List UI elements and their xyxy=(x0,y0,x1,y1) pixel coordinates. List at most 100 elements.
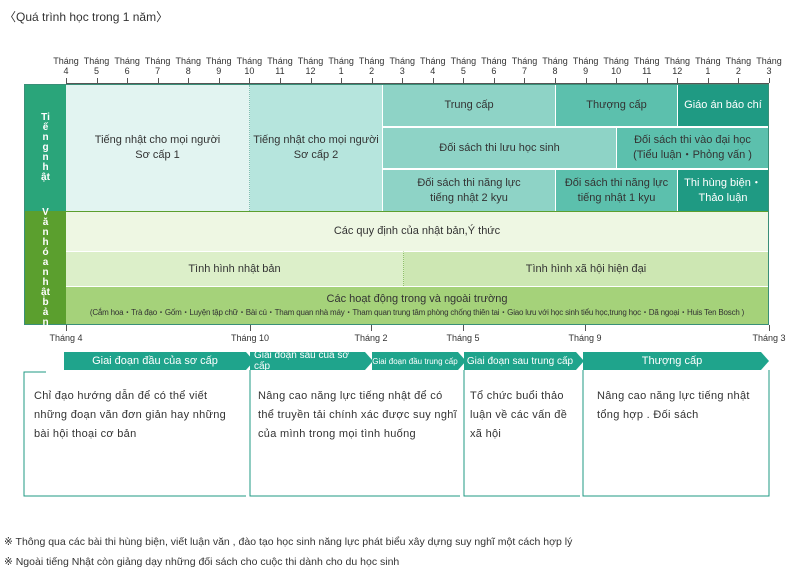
stage-arrow-4-label: Giai đoạn sau trung cấp xyxy=(466,355,574,367)
month-label-number: 1 xyxy=(338,66,344,76)
stage-mark-tick xyxy=(371,325,372,331)
cell-society-text: Tình hình xã hội hiện đại xyxy=(525,262,647,275)
stage-desc-5: Nâng cao năng lực tiếng nhật tổng hợp . … xyxy=(597,390,750,421)
note-2: ※ Ngoài tiếng Nhật còn giảng dạy những đ… xyxy=(4,556,400,568)
stage-arrow-3-label: Giai đoạn đầu trung cấp xyxy=(372,356,458,366)
month-label-number: 12 xyxy=(305,66,316,76)
month-tick xyxy=(677,78,679,83)
month-label-name: Tháng xyxy=(53,56,79,66)
month-label-number: 1 xyxy=(705,66,711,76)
stage-arrow-1-label: Giai đoạn đầu của sơ cấp xyxy=(92,355,218,367)
month-tick xyxy=(738,78,740,83)
cell-rules: Các quy định của nhật bản,Ý thức xyxy=(66,211,768,251)
month-label-name: Tháng xyxy=(389,56,415,66)
cell-newspaper-text: Giáo án báo chí xyxy=(684,99,762,111)
cell-eju-text: Đối sách thi lưu học sinh xyxy=(439,141,560,154)
stage-mark-label: Tháng 2 xyxy=(354,333,388,343)
stage-mark-label: Tháng 3 xyxy=(752,333,786,343)
month-label-name: Tháng xyxy=(542,56,568,66)
cell-jlpt1-text: Đối sách thi năng lực tiếng nhật 1 kyu xyxy=(564,176,669,204)
cell-situation-text: Tình hình nhật bản xyxy=(188,262,281,275)
month-tick xyxy=(341,78,343,83)
month-label-name: Tháng xyxy=(297,56,324,66)
stage-arrow-2-label: Giai đoạn sau của sơ cấp xyxy=(254,350,349,372)
month-label-number: 10 xyxy=(244,66,255,76)
month-tick xyxy=(96,78,98,83)
month-tick xyxy=(279,78,281,83)
month-tick xyxy=(218,78,220,83)
stage-mark-label: Tháng 10 xyxy=(230,333,270,343)
cell-intermediate: Trung cấp xyxy=(382,85,555,126)
month-label-number: 3 xyxy=(766,66,772,76)
month-label-name: Tháng xyxy=(267,56,293,66)
month-tick xyxy=(646,78,648,83)
side-label-culture-text: Văn hóa nhật bản xyxy=(41,206,50,328)
month-label-name: Tháng xyxy=(144,56,171,66)
month-label-name: Tháng xyxy=(756,56,782,66)
month-tick xyxy=(127,78,129,83)
cell-upper-text: Thượng cấp xyxy=(586,99,647,111)
stage-desc-2: Nâng cao năng lực tiếng nhật để có thể t… xyxy=(258,390,458,440)
cell-speech-text: Thi hùng biện・ Thảo luận xyxy=(684,176,762,204)
month-label-name: Tháng xyxy=(206,56,232,66)
month-label-number: 9 xyxy=(216,66,222,76)
month-label-name: Tháng xyxy=(603,56,629,66)
schedule-grid xyxy=(24,84,769,325)
month-label-number: 10 xyxy=(611,66,622,76)
desc-frame-2 xyxy=(249,370,460,497)
month-label-name: Tháng xyxy=(83,56,110,66)
month-tick xyxy=(524,78,526,83)
month-label-number: 11 xyxy=(642,66,652,76)
month-tick xyxy=(555,78,557,83)
cell-rules-text: Các quy định của nhật bản,Ý thức xyxy=(333,225,501,237)
month-label-number: 8 xyxy=(552,66,558,76)
month-tick xyxy=(157,78,159,83)
month-label-name: Tháng xyxy=(236,56,263,66)
month-label-number: 3 xyxy=(399,66,405,76)
month-tick xyxy=(188,78,190,83)
cell-beginner-1: Tiếng nhật cho mọi người Sơ cấp 1 xyxy=(66,85,250,211)
month-tick xyxy=(707,78,709,83)
desc-frame-1 xyxy=(23,371,246,497)
month-label-name: Tháng xyxy=(633,56,660,66)
cell-upper: Thượng cấp xyxy=(555,85,677,126)
cell-jlpt2: Đối sách thi năng lực tiếng nhật 2 kyu xyxy=(382,169,555,211)
cell-intermediate-text: Trung cấp xyxy=(444,99,494,111)
stage-arrow-5-label: Thượng cấp xyxy=(641,355,703,367)
stage-arrow-1: Giai đoạn đầu của sơ cấp xyxy=(64,352,254,370)
month-label-number: 4 xyxy=(430,66,436,76)
stage-arrow-5: Thượng cấp xyxy=(583,352,769,370)
month-label-number: 7 xyxy=(521,66,527,76)
cell-jlpt2-text: Đối sách thi năng lực tiếng nhật 2 kyu xyxy=(417,176,521,204)
month-label-name: Tháng xyxy=(420,56,446,66)
cell-society: Tình hình xã hội hiện đại xyxy=(404,251,768,286)
month-axis-line xyxy=(66,83,769,84)
cell-jlpt1: Đối sách thi năng lực tiếng nhật 1 kyu xyxy=(555,169,677,211)
month-label-name: Tháng xyxy=(695,56,721,66)
month-tick xyxy=(493,78,495,83)
month-label-name: Tháng xyxy=(328,56,354,66)
month-label-number: 11 xyxy=(275,66,285,76)
month-label-number: 2 xyxy=(735,66,741,76)
stage-mark-tick xyxy=(66,325,67,331)
stage-desc-1: Chỉ đạo hướng dẫn để có thể viết những đ… xyxy=(34,390,227,440)
month-label-name: Tháng xyxy=(175,56,202,66)
stage-arrow-3: Giai đoạn đầu trung cấp xyxy=(372,352,466,370)
stage-mark-tick xyxy=(769,325,770,331)
